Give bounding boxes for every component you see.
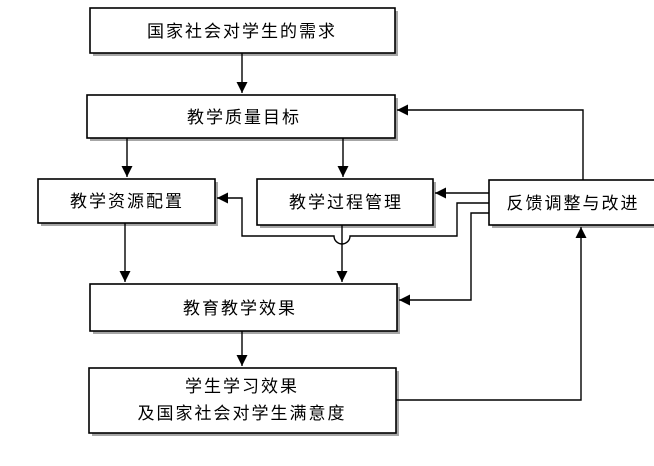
edge-feedback-to-effect-arrow	[399, 212, 489, 306]
resource-box	[37, 178, 216, 224]
edge-student-to-feedback-arrow	[396, 227, 587, 401]
node-student: 学生学习效果 及国家社会对学生满意度	[88, 367, 397, 434]
effect-label: 教育教学效果	[183, 299, 297, 319]
resource-label: 教学资源配置	[70, 192, 184, 212]
student-box	[88, 367, 397, 434]
node-effect: 教育教学效果	[89, 283, 398, 332]
edges	[119, 53, 587, 401]
quality-box	[86, 94, 396, 139]
edge-feedback-to-quality-arrow	[397, 104, 584, 180]
process-box	[256, 178, 434, 226]
quality-label: 教学质量目标	[187, 108, 301, 128]
feedback-box	[488, 179, 654, 226]
node-demand: 国家社会对学生的需求	[89, 7, 396, 54]
process-label: 教学过程管理	[289, 193, 403, 213]
effect-box	[89, 283, 398, 332]
student-label-line1: 学生学习效果	[185, 377, 299, 397]
student-label-line2: 及国家社会对学生满意度	[138, 404, 347, 424]
node-quality: 教学质量目标	[86, 94, 396, 139]
demand-label: 国家社会对学生的需求	[147, 22, 337, 42]
node-resource: 教学资源配置	[37, 178, 216, 224]
demand-box	[89, 7, 396, 54]
feedback-label: 反馈调整与改进	[507, 194, 640, 214]
node-feedback: 反馈调整与改进	[488, 179, 654, 226]
edge-feedback-to-resource-arrow	[217, 192, 489, 245]
node-process: 教学过程管理	[256, 178, 434, 226]
